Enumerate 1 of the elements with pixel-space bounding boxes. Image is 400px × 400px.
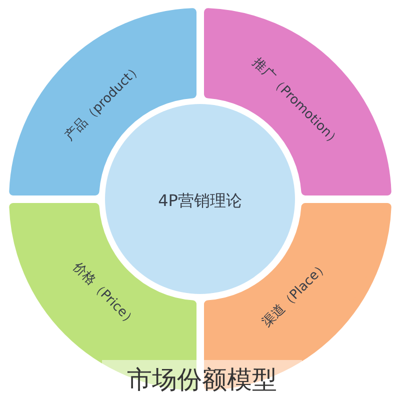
center-label: 4P营销理论 — [158, 192, 242, 210]
